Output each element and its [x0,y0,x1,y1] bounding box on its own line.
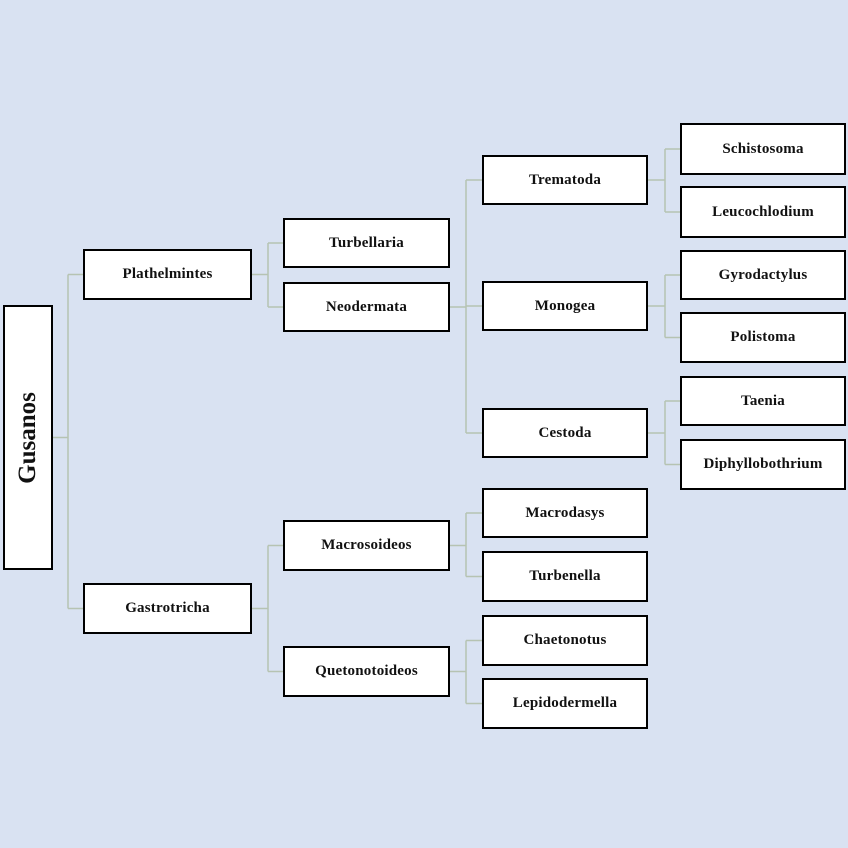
node-schistosoma: Schistosoma [680,123,846,175]
node-gastrotricha: Gastrotricha [83,583,252,634]
node-taenia: Taenia [680,376,846,426]
node-plathelmintes: Plathelmintes [83,249,252,300]
node-taenia-label: Taenia [741,392,785,409]
node-trematoda-label: Trematoda [528,171,602,188]
node-lepidodermella-label: Lepidodermella [512,695,618,711]
node-cestoda: Cestoda [482,408,648,458]
node-leucochlodium: Leucochlodium [680,186,846,238]
node-cestoda-label: Cestoda [538,424,592,441]
node-turbenella: Turbenella [482,551,648,602]
node-neodermata: Neodermata [283,282,450,332]
node-macrosoideos-label: Macrosoideos [321,537,412,553]
node-macrodasys: Macrodasys [482,488,648,538]
node-schistosoma-label: Schistosoma [722,140,804,157]
node-diphyllobothrium-label: Diphyllobothrium [703,456,823,472]
node-turbellaria: Turbellaria [283,218,450,268]
node-monogea: Monogea [482,281,648,331]
node-diphyllobothrium: Diphyllobothrium [680,439,846,490]
node-neodermata-label: Neodermata [325,298,408,315]
node-gyrodactylus: Gyrodactylus [680,250,846,300]
node-gyrodactylus-label: Gyrodactylus [718,266,808,283]
node-leucochlodium-label: Leucochlodium [712,203,814,220]
node-gusanos-label: Gusanos [14,391,41,484]
node-trematoda: Trematoda [482,155,648,205]
node-turbellaria-label: Turbellaria [329,234,404,251]
node-quetonotoideos: Quetonotoideos [283,646,450,697]
node-monogea-label: Monogea [534,297,596,314]
node-chaetonotus-label: Chaetonotus [523,632,607,648]
node-quetonotoideos-label: Quetonotoideos [315,663,418,679]
node-macrodasys-label: Macrodasys [525,504,605,521]
node-polistoma: Polistoma [680,312,846,363]
node-turbenella-label: Turbenella [529,568,601,584]
node-macrosoideos: Macrosoideos [283,520,450,571]
node-lepidodermella: Lepidodermella [482,678,648,729]
node-polistoma-label: Polistoma [730,329,796,345]
node-chaetonotus: Chaetonotus [482,615,648,666]
node-plathelmintes-label: Plathelmintes [122,266,213,282]
node-gusanos: Gusanos [3,305,53,570]
node-gastrotricha-label: Gastrotricha [125,600,210,616]
